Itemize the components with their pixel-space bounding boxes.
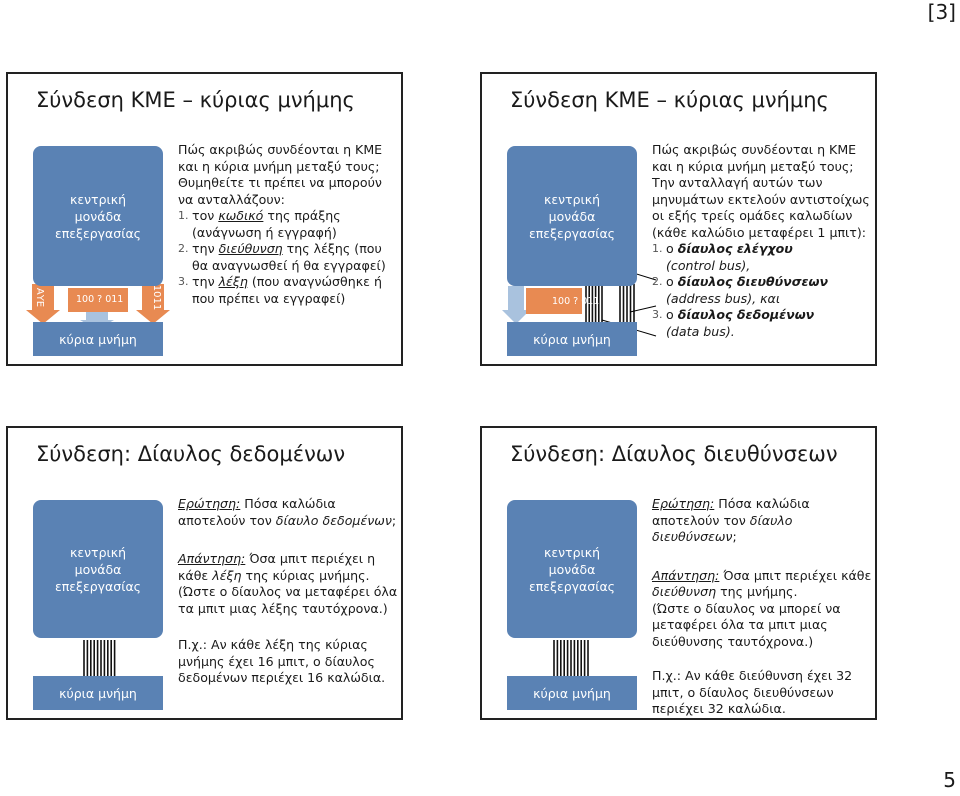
- slide-title: Σύνδεση: Δίαυλος διευθύνσεων: [510, 442, 838, 466]
- data-bus-arrow: [136, 284, 170, 324]
- list-item: 3.ο δίαυλος δεδομένων(data bus).: [652, 307, 815, 339]
- slide-body: Ερώτηση: Πόσα καλώδια αποτελούν τον δίαυ…: [178, 496, 400, 687]
- requirements-list: 1.τον κωδικό της πράξης (ανάγνωση ή εγγρ…: [178, 208, 400, 307]
- address-bus-wires: [553, 640, 589, 678]
- bus-center-label: 100 ? 011: [76, 294, 124, 305]
- bus-diagram: [553, 640, 589, 678]
- list-item: 1.ο δίαυλος ελέγχου(control bus),: [652, 241, 793, 273]
- slide-title: Σύνδεση ΚΜΕ – κύριας μνήμης: [36, 88, 355, 112]
- question-line-2: και η κύρια μνήμη μεταξύ τους;: [178, 158, 380, 174]
- list-item: 2.ο δίαυλος διευθύνσεων(address bus), κα…: [652, 274, 829, 306]
- bus-diagram: [502, 271, 657, 337]
- cpu-label-line-1: κεντρική: [543, 191, 601, 207]
- address-bus-arrow: [80, 312, 114, 330]
- list-item: 2.την διεύθυνση της λέξης (που θα αναγνω…: [178, 241, 386, 273]
- memory-box: κύρια μνήμη: [507, 322, 637, 356]
- cpu-label-line-3: επεξεργασίας: [54, 578, 142, 594]
- cpu-box: κεντρική μονάδα επεξεργασίας: [507, 146, 637, 286]
- answer-text: Απάντηση: Όσα μπιτ περιέχει κάθε διεύθυν…: [652, 567, 872, 600]
- answer-note: (Ώστε ο δίαυλος να μεταφέρει όλα τα μπιτ…: [178, 584, 398, 616]
- cpu-box: κεντρική μονάδα επεξεργασίας: [33, 500, 163, 638]
- pointer-line: [629, 305, 657, 313]
- cpu-label-line-3: επεξεργασίας: [528, 225, 616, 241]
- slide-body: Πώς ακριβώς συνδέονται η ΚΜΕ και η κύρια…: [178, 142, 400, 307]
- cpu-label-line-3: επεξεργασίας: [528, 578, 616, 594]
- control-bus-arrow: [26, 284, 60, 324]
- data-bus-wires: [83, 640, 116, 678]
- slide-body: Πώς ακριβώς συνδέονται η ΚΜΕ και η κύρια…: [652, 142, 874, 340]
- slide-title: Σύνδεση: Δίαυλος δεδομένων: [36, 442, 346, 466]
- answer-text: Απάντηση: Όσα μπιτ περιέχει η κάθε λέξη …: [178, 551, 376, 583]
- cpu-label-line-2: μονάδα: [74, 208, 122, 224]
- example-text: Π.χ.: Αν κάθε διεύθυνση έχει 32 μπιτ, ο …: [652, 668, 853, 716]
- bus-right-label: 1011: [151, 284, 163, 311]
- bus-wires: [585, 284, 635, 324]
- slide-title: Σύνδεση ΚΜΕ – κύριας μνήμης: [510, 88, 829, 112]
- cpu-box: κεντρική μονάδα επεξεργασίας: [33, 146, 163, 286]
- cpu-label-line-2: μονάδα: [548, 561, 596, 577]
- cpu-label-line-3: επεξεργασίας: [54, 225, 142, 241]
- answer-note: (Ώστε ο δίαυλος να μπορεί να μεταφέρει ό…: [652, 600, 841, 649]
- memory-box: κύρια μνήμη: [507, 676, 637, 710]
- page-number: 5: [943, 768, 956, 792]
- slide-1: Σύνδεση ΚΜΕ – κύριας μνήμης κεντρική μον…: [6, 72, 403, 366]
- intro-text: Την ανταλλαγή αυτών των μηνυμάτων εκτελο…: [652, 175, 870, 240]
- cpu-box: κεντρική μονάδα επεξεργασίας: [507, 500, 637, 638]
- list-item: 3.την λέξη (που αναγνώσθηκε ή που πρέπει…: [178, 274, 382, 306]
- slide-3: Σύνδεση: Δίαυλος δεδομένων κεντρική μονά…: [6, 426, 403, 720]
- address-bus-block: [526, 288, 582, 314]
- question-line-2: και η κύρια μνήμη μεταξύ τους;: [652, 158, 854, 174]
- example-text: Π.χ.: Αν κάθε λέξη της κύριας μνήμης έχε…: [178, 637, 386, 685]
- slide-2: Σύνδεση ΚΜΕ – κύριας μνήμης κεντρική μον…: [480, 72, 877, 366]
- control-bus-arrow: [502, 286, 530, 324]
- cpu-label-line-1: κεντρική: [69, 544, 127, 560]
- bus-center-label: 100 ? 011: [552, 296, 600, 307]
- bus-list: 1.ο δίαυλος ελέγχου(control bus), 2.ο δί…: [652, 241, 874, 340]
- cpu-label-line-1: κεντρική: [69, 191, 127, 207]
- question-line-1: Πώς ακριβώς συνδέονται η ΚΜΕ: [652, 142, 857, 157]
- page-marker: [3]: [927, 0, 956, 24]
- cpu-label-line-2: μονάδα: [74, 561, 122, 577]
- cpu-label-line-1: κεντρική: [543, 544, 601, 560]
- slide-body: Ερώτηση: Πόσα καλώδια αποτελούν τον δίαυ…: [652, 496, 874, 718]
- cpu-label-line-2: μονάδα: [548, 208, 596, 224]
- bus-diagram: [83, 640, 116, 678]
- question-line-1: Πώς ακριβώς συνδέονται η ΚΜΕ: [178, 142, 383, 157]
- bus-diagram: [26, 284, 170, 330]
- memory-box: κύρια μνήμη: [33, 322, 163, 356]
- address-bus-block: [68, 288, 128, 312]
- list-item: 1.τον κωδικό της πράξης (ανάγνωση ή εγγρ…: [178, 208, 341, 240]
- question-text: Ερώτηση: Πόσα καλώδια αποτελούν τον δίαυ…: [178, 496, 397, 528]
- intro-text: Θυμηθείτε τι πρέπει να μπορούν να ανταλλ…: [178, 175, 382, 207]
- memory-box: κύρια μνήμη: [33, 676, 163, 710]
- question-text: Ερώτηση: Πόσα καλώδια αποτελούν τον δίαυ…: [652, 496, 810, 544]
- bus-left-label: ΑΥΕ: [34, 287, 46, 308]
- slide-4: Σύνδεση: Δίαυλος διευθύνσεων κεντρική μο…: [480, 426, 877, 720]
